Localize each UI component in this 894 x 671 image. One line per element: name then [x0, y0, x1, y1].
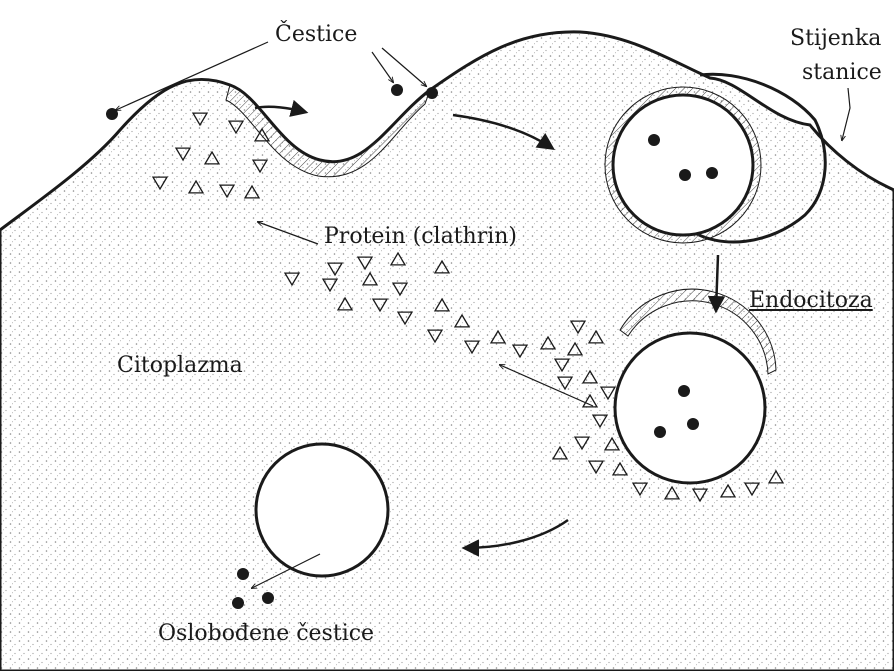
vesicle-upper: [613, 95, 753, 235]
label-protein: Protein (clathrin): [324, 226, 517, 248]
label-wall-line1: Stijenka: [790, 28, 881, 50]
particle-dot: [648, 134, 660, 146]
particle-dot: [426, 87, 438, 99]
particle-dot: [706, 167, 718, 179]
label-particles: Čestice: [275, 24, 357, 46]
pointer-line: [372, 52, 393, 82]
label-endocytosis: Endocitoza: [749, 290, 873, 312]
pointer-line: [842, 88, 850, 140]
particle-dot: [679, 169, 691, 181]
label-cytoplasm: Citoplazma: [117, 355, 243, 377]
cell-membrane: [0, 32, 894, 671]
label-wall-line2: stanice: [802, 62, 882, 84]
particle-dot: [678, 385, 690, 397]
vesicle-lower: [256, 444, 388, 576]
label-released: Oslobođene čestice: [158, 623, 374, 645]
particle-dot: [687, 418, 699, 430]
particle-dot: [262, 592, 274, 604]
particle-dot: [232, 597, 244, 609]
vesicle-middle: [615, 333, 765, 483]
particle-dot: [237, 568, 249, 580]
particle-dot: [654, 426, 666, 438]
particle-dot: [391, 84, 403, 96]
pointer-line: [382, 48, 426, 86]
